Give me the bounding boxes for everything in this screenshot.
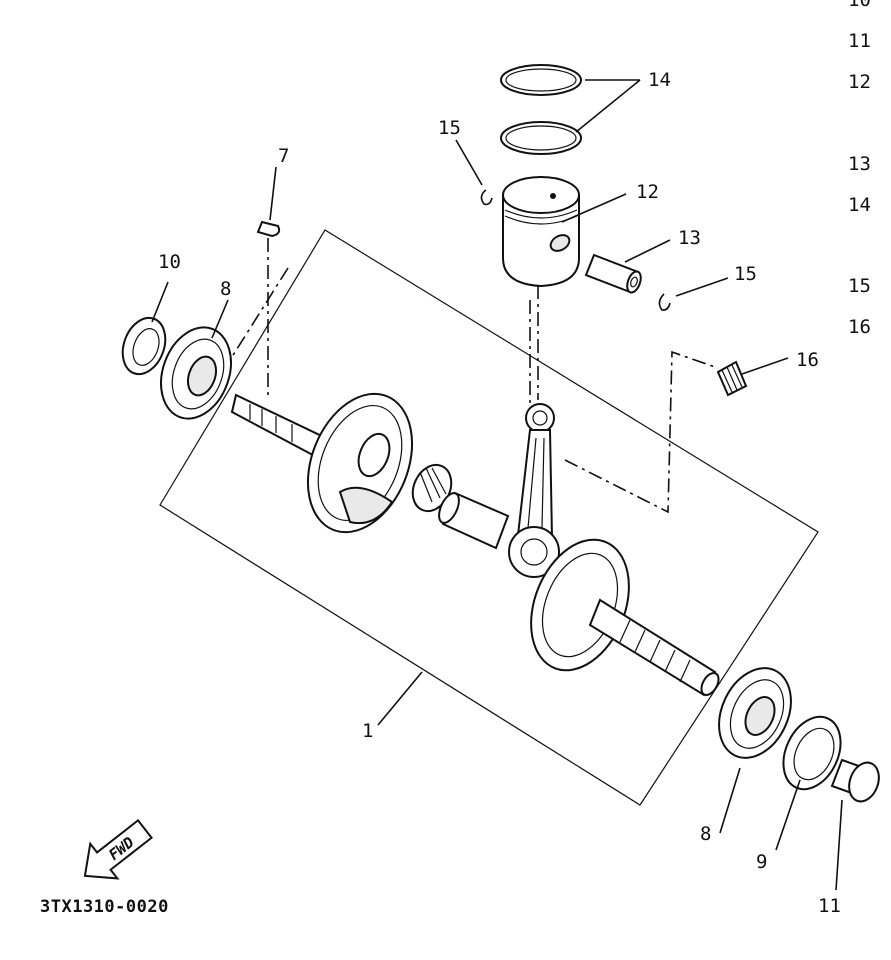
crank-pin xyxy=(438,491,510,550)
crank-half-left xyxy=(230,392,414,534)
callout-10: 10 xyxy=(158,251,181,273)
callout-8-right: 8 xyxy=(700,823,711,845)
connecting-rod xyxy=(508,403,560,578)
piston-rings xyxy=(500,64,582,155)
crank-assembly-outline xyxy=(159,229,819,806)
piston-pin xyxy=(584,253,642,294)
alignment-lines xyxy=(229,238,719,514)
callout-1: 1 xyxy=(362,720,373,742)
diagram-code: 3TX1310-0020 xyxy=(40,897,169,917)
margin-numbers: 10 11 12 13 14 15 16 xyxy=(848,0,871,338)
circlips xyxy=(480,189,671,311)
margin-number-13: 13 xyxy=(848,153,871,175)
callout-13: 13 xyxy=(678,227,701,249)
callout-9: 9 xyxy=(756,851,767,873)
callout-15-top: 15 xyxy=(438,117,461,139)
callout-11: 11 xyxy=(818,895,841,917)
margin-number-11: 11 xyxy=(848,30,871,52)
bearing-left xyxy=(160,326,232,420)
margin-number-14: 14 xyxy=(848,194,871,216)
leader-lines xyxy=(151,79,843,891)
callout-7: 7 xyxy=(278,145,289,167)
callout-15-right: 15 xyxy=(734,263,757,285)
oil-seal-left xyxy=(121,316,167,376)
bearing-right xyxy=(718,667,792,759)
piston xyxy=(502,176,580,288)
forward-arrow-icon: FWD xyxy=(83,818,153,880)
callout-16: 16 xyxy=(796,349,819,371)
callout-8-left: 8 xyxy=(220,278,231,300)
margin-number-16: 16 xyxy=(848,316,871,338)
margin-number-12: 12 xyxy=(848,71,871,93)
margin-number-15: 15 xyxy=(848,275,871,297)
crank-half-right xyxy=(530,538,720,697)
callouts: 1 7 8 8 9 10 11 12 13 14 15 15 16 xyxy=(158,69,841,917)
collar xyxy=(830,758,880,803)
woodruff-key xyxy=(256,220,281,238)
callout-14: 14 xyxy=(648,69,671,91)
oil-seal-right xyxy=(782,715,842,791)
small-end-bearing xyxy=(716,360,748,397)
margin-number-10: 10 xyxy=(848,0,871,11)
callout-12: 12 xyxy=(636,181,659,203)
